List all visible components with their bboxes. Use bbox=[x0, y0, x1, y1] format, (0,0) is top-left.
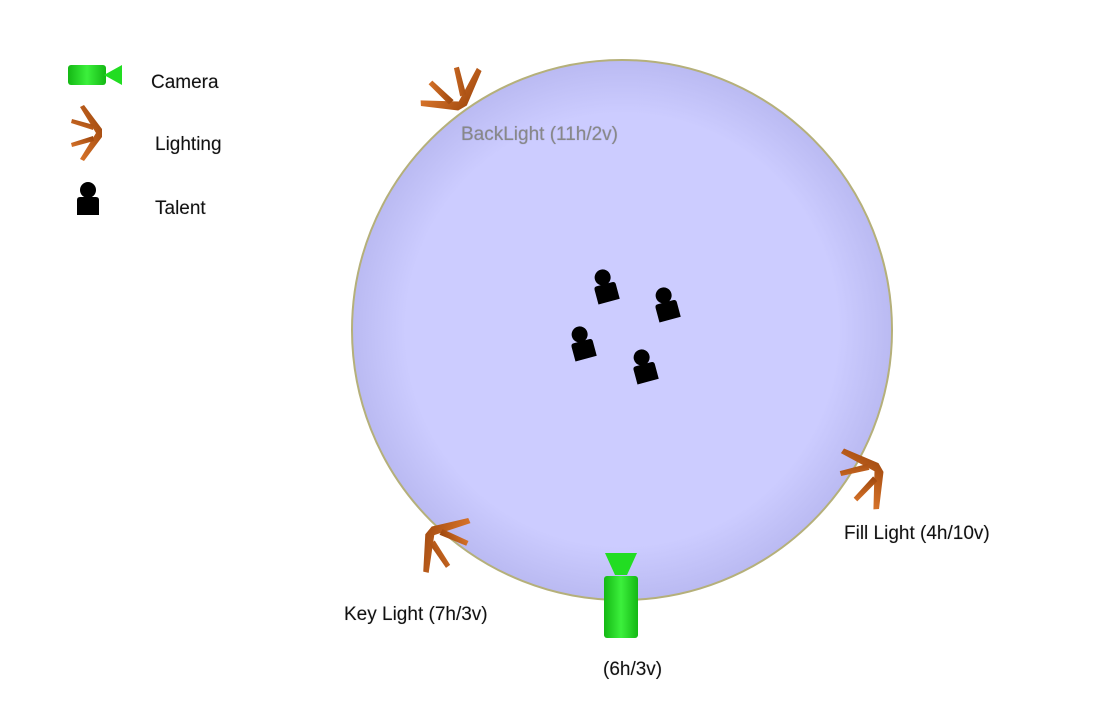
legend-talent-label: Talent bbox=[155, 198, 206, 219]
video-camera-icon bbox=[68, 65, 122, 85]
fill-light-label: Fill Light (4h/10v) bbox=[844, 523, 990, 544]
light-stand-icon bbox=[71, 105, 102, 161]
key-light-label: Key Light (7h/3v) bbox=[344, 604, 488, 625]
camera-label: (6h/3v) bbox=[603, 659, 663, 680]
camera-icon bbox=[604, 553, 638, 638]
legend-camera-label: Camera bbox=[151, 72, 219, 93]
back-light-label: BackLight (11h/2v) bbox=[461, 124, 619, 145]
set-circle bbox=[351, 59, 893, 601]
person-icon bbox=[77, 182, 99, 215]
legend-lighting-label: Lighting bbox=[155, 134, 222, 155]
